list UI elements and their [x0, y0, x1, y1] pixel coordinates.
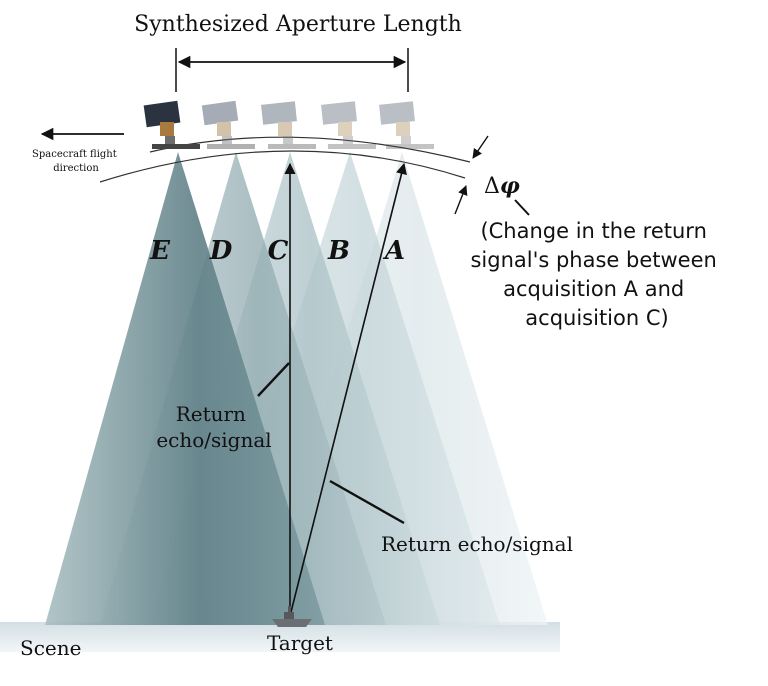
flight-direction-label: Spacecraft flight direction — [32, 149, 120, 174]
scene-label: Scene — [20, 636, 81, 660]
orbit-arc-lower — [99, 150, 466, 183]
target-ship — [272, 606, 312, 627]
acquisition-label-c: C — [268, 236, 289, 266]
diagram-title: Synthesized Aperture Length — [134, 12, 462, 37]
echo-label-left-leader — [257, 362, 290, 397]
satellite-b — [321, 101, 376, 149]
phase-delta-symbol: Δφ — [484, 173, 520, 199]
satellite-d — [201, 100, 255, 149]
target-label: Target — [267, 631, 333, 655]
acquisition-label-a: A — [382, 236, 405, 266]
phase-note-leader — [514, 199, 530, 216]
echo-label-right-leader — [329, 479, 405, 525]
acquisition-label-b: B — [327, 236, 350, 266]
echo-label-right: Return echo/signal — [381, 532, 573, 556]
phase-arrow-bottom — [454, 185, 468, 215]
satellite-a — [379, 101, 434, 149]
satellite-c — [261, 101, 316, 149]
satellite-e — [143, 100, 200, 149]
acquisition-label-e: E — [149, 236, 171, 266]
phase-note: (Change in the return signal's phase bet… — [470, 219, 723, 330]
beam-e — [45, 152, 325, 625]
phase-arrow-top — [472, 135, 489, 159]
signal-path-a — [290, 162, 407, 613]
echo-label-left: Return echo/signal — [156, 402, 271, 452]
acquisition-label-d: D — [209, 236, 233, 266]
